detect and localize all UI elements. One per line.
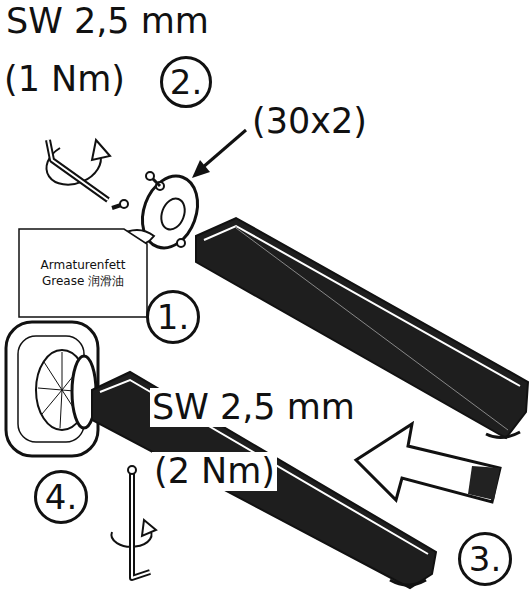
torque-value: (1 Nm) (2, 60, 127, 99)
tag-text: Armaturenfett Grease 润滑油 (26, 257, 140, 289)
torque-value: (2 Nm) (152, 452, 277, 491)
callout-text: 4. (45, 477, 77, 517)
tag-outline (18, 228, 148, 318)
tool-size: SW 2,5 mm (4, 2, 211, 41)
callout-number: 2. (160, 56, 212, 108)
tool-size: SW 2,5 mm (150, 388, 357, 427)
callout-number: 1. (146, 290, 200, 344)
callout-text: 3. (469, 539, 501, 579)
quantity: (30x2) (250, 102, 369, 141)
callout-number: 3. (458, 532, 512, 586)
callout-number: 4. (34, 470, 88, 524)
grease-tag: Armaturenfett Grease 润滑油 (18, 228, 148, 318)
callout-text: 2. (170, 62, 202, 102)
callout-text: 1. (157, 297, 189, 337)
